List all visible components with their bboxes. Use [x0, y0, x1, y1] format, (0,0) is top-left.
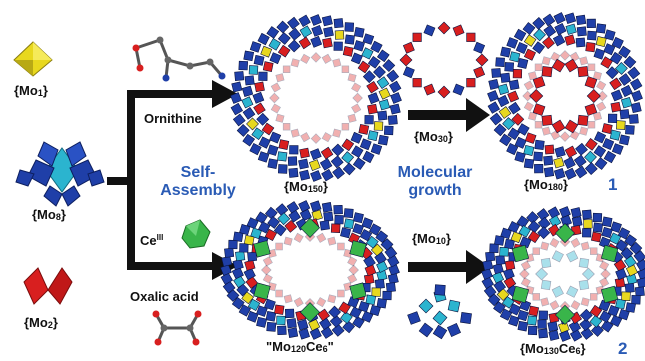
label-self-assembly: Self- Assembly: [160, 164, 236, 200]
label-mo2: {Mo2}: [24, 315, 58, 330]
mo30-ring-fragment: [399, 21, 489, 99]
cerium-polyhedron: [181, 219, 211, 249]
label-mo8: {Mo8}: [32, 207, 66, 222]
mo1-polyhedron: [13, 41, 53, 77]
label-mo10: {Mo10}: [412, 231, 451, 246]
mo180-wheel: [487, 12, 643, 180]
ornithine-atoms: [132, 36, 226, 82]
oxalic-acid-molecule: [152, 310, 202, 346]
label-compound-2: 2: [618, 339, 628, 358]
label-oxalic-acid: Oxalic acid: [130, 289, 199, 304]
label-cerium: CeIII: [140, 233, 164, 248]
mo8-polyhedron-cluster: [15, 141, 105, 207]
label-mo1: {Mo1}: [14, 83, 48, 98]
label-mo180: {Mo180}: [524, 177, 568, 192]
label-mo130ce6: {Mo130Ce6}: [520, 341, 586, 356]
mo130ce6-wheel: [481, 206, 645, 342]
mo150-wheel: [230, 14, 402, 182]
mo2-polyhedron-pair: [23, 267, 73, 305]
label-molecular-growth: Molecular growth: [397, 164, 473, 200]
label-mo150: {Mo150}: [284, 179, 328, 194]
label-mo30: {Mo30}: [414, 129, 453, 144]
mo10-fragment: [407, 284, 472, 340]
mo120ce6-wheel: [220, 200, 400, 340]
label-ornithine: Ornithine: [144, 111, 202, 126]
arrow-top-growth: [408, 98, 490, 132]
label-compound-1: 1: [608, 175, 618, 194]
label-mo120ce6: "Mo120Ce6": [266, 339, 334, 354]
arrow-bottom-growth: [408, 250, 490, 284]
